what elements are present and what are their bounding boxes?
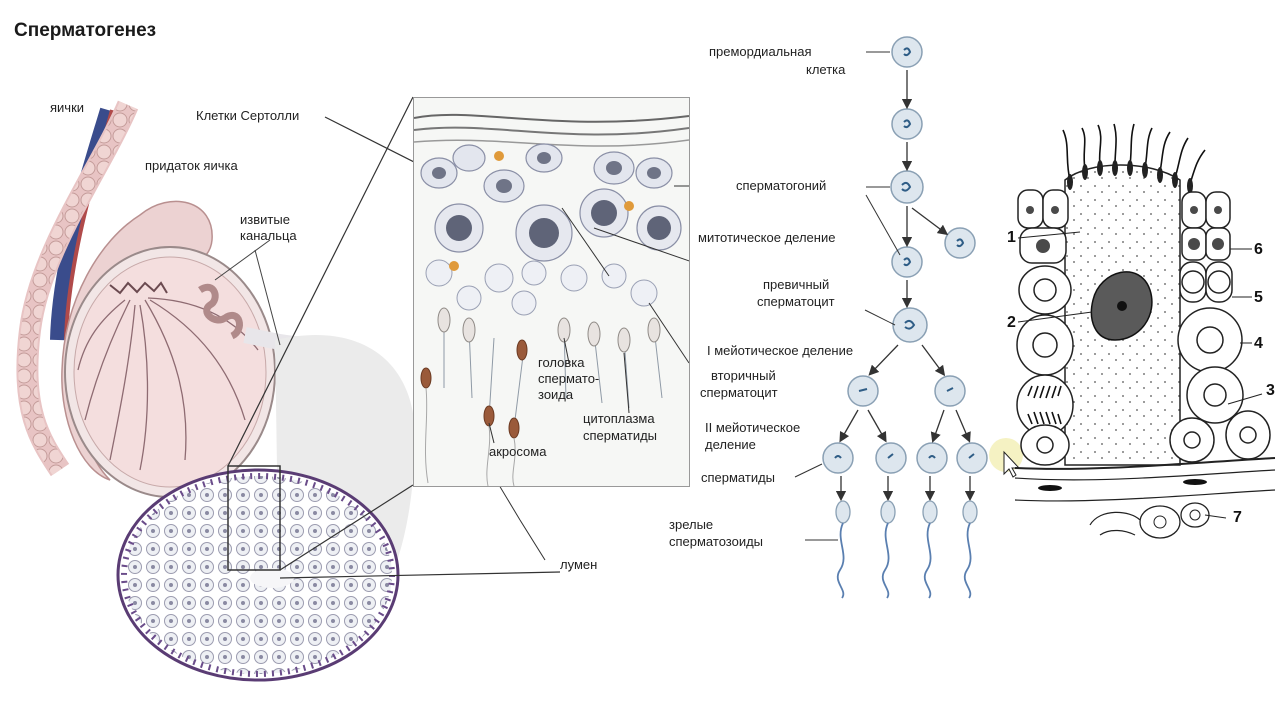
marker-1: 1 [1007, 229, 1016, 246]
label-mature-1: зрелые [669, 517, 714, 532]
epithelium-drawing [414, 113, 689, 486]
flow-cells [822, 36, 988, 474]
label-primary-2: сперматоцит [757, 294, 835, 309]
zoom-region [227, 465, 281, 571]
marker-6: 6 [1254, 241, 1263, 258]
label-cytoplasm-1: цитоплазма [583, 411, 655, 426]
label-primordial-2: клетка [806, 62, 846, 77]
label-lumen: лумен [560, 557, 598, 572]
label-mature-2: сперматозоиды [669, 534, 764, 549]
marker-3: 3 [1266, 382, 1275, 399]
marker-2: 2 [1007, 314, 1016, 331]
dividing-chromosomes [1027, 385, 1062, 425]
label-meiosis-1: I мейотическое деление [707, 343, 854, 358]
marker-5: 5 [1254, 289, 1263, 306]
label-spermatids: сперматиды [701, 470, 776, 485]
mature-sperm [835, 500, 978, 599]
marker-4: 4 [1254, 335, 1263, 352]
coiled-tubule [198, 283, 243, 340]
testis-lobules [77, 297, 259, 471]
label-meiosis-2a: II мейотическое [705, 420, 801, 435]
label-head-3: зоида [538, 387, 574, 402]
label-testis: яички [50, 100, 85, 115]
label-secondary-2: сперматоцит [700, 385, 778, 400]
label-tubules-2: канальца [240, 228, 297, 243]
label-meiosis-2b: деление [705, 437, 756, 452]
label-head-1: головка [538, 355, 585, 370]
tubule-lumen [250, 568, 294, 588]
label-mitotic: митотическое деление [698, 230, 836, 245]
label-primordial-1: премордиальная [709, 44, 812, 59]
epithelium-inset [413, 97, 690, 487]
label-head-2: спермато- [538, 371, 600, 386]
marker-7: 7 [1233, 509, 1242, 526]
label-tubules-1: извитые [240, 212, 290, 227]
label-primary-1: превичный [763, 277, 830, 292]
germ-cells-right [1169, 191, 1271, 463]
label-epididymis: придаток яичка [145, 158, 238, 173]
page-title: Сперматогенез [14, 20, 157, 41]
label-cytoplasm-2: сперматиды [583, 428, 658, 443]
interstitial-cells [1139, 502, 1210, 539]
label-spermatogonium: сперматогоний [736, 178, 827, 193]
label-secondary-1: вторичный [711, 368, 776, 383]
label-acrosome: акросома [489, 444, 547, 459]
label-sertoli: Клетки Сертолли [196, 108, 300, 123]
